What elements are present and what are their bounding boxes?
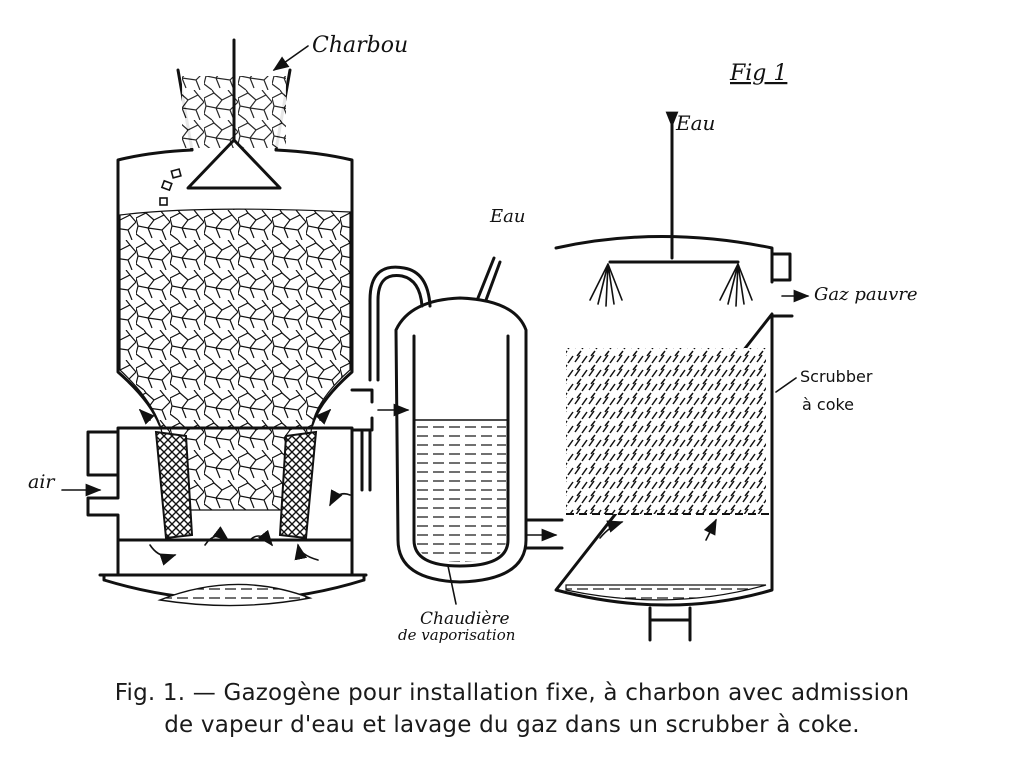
label-gaz-pauvre: Gaz pauvre xyxy=(814,284,918,305)
boiler-outer xyxy=(394,296,528,584)
gas-outlet-duct xyxy=(350,388,374,432)
refractory-right xyxy=(278,430,318,540)
spray-left xyxy=(589,263,623,307)
caption-line-2: de vapeur d'eau et lavage du gaz dans un… xyxy=(164,712,860,738)
scrubber-water xyxy=(565,584,767,601)
hopper-cone xyxy=(186,138,282,190)
gas-outlet xyxy=(770,252,794,318)
scrubber-shell xyxy=(554,235,774,607)
label-eau-top: Eau xyxy=(675,111,715,135)
gasifier-diagram: Charbou Fig 1 Eau Eau Gaz pauvre Scrubbe… xyxy=(28,33,918,644)
gasifier xyxy=(61,38,410,607)
vaporization-boiler xyxy=(360,256,564,584)
label-charbon: Charbou xyxy=(312,33,408,58)
scrubber-water-pipe xyxy=(608,118,740,264)
label-a-coke: à coke xyxy=(802,395,854,414)
label-scrubber: Scrubber xyxy=(800,367,873,386)
water-inlet xyxy=(476,256,502,302)
label-vaporisation: de vaporisation xyxy=(398,626,515,644)
label-chaudiere: Chaudière xyxy=(420,609,510,629)
steam-pipe xyxy=(360,265,432,492)
boiler-water xyxy=(416,420,506,562)
coke-scrubber xyxy=(554,111,810,642)
figure-number: Fig 1 xyxy=(729,61,787,86)
refractory-left xyxy=(154,430,194,540)
caption-line-1: Fig. 1. — Gazogène pour installation fix… xyxy=(114,680,910,706)
spray-right xyxy=(719,263,753,307)
label-eau-mid: Eau xyxy=(489,206,525,227)
boiler-to-scrubber xyxy=(524,518,564,550)
boiler-inner xyxy=(412,334,510,568)
ash-pile xyxy=(157,583,313,607)
coke-bed xyxy=(566,348,766,514)
air-jacket xyxy=(86,426,354,542)
label-air: air xyxy=(28,471,56,493)
scrubber-drain xyxy=(648,606,692,642)
coal-bed xyxy=(119,208,351,511)
